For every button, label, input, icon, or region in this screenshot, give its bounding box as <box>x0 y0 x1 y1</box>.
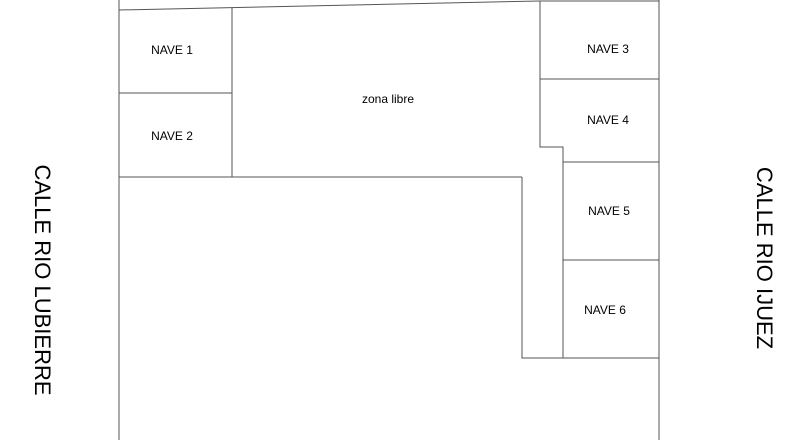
plan-boundary-top <box>118 0 541 11</box>
nave-6-label: NAVE 6 <box>584 303 626 317</box>
right-column-wall <box>539 1 564 358</box>
street-left-label: CALLE RIO LUBIERRE <box>30 164 55 395</box>
nave-3-label: NAVE 3 <box>587 42 629 56</box>
nave-1-label: NAVE 1 <box>151 43 193 57</box>
nave-2-label: NAVE 2 <box>151 129 193 143</box>
nave-4-label: NAVE 4 <box>587 113 629 127</box>
zona-libre-label: zona libre <box>362 92 414 106</box>
nave-5-label: NAVE 5 <box>588 204 630 218</box>
inner-stepped-wall <box>521 177 659 359</box>
street-right-label: CALLE RIO IJUEZ <box>752 167 777 349</box>
